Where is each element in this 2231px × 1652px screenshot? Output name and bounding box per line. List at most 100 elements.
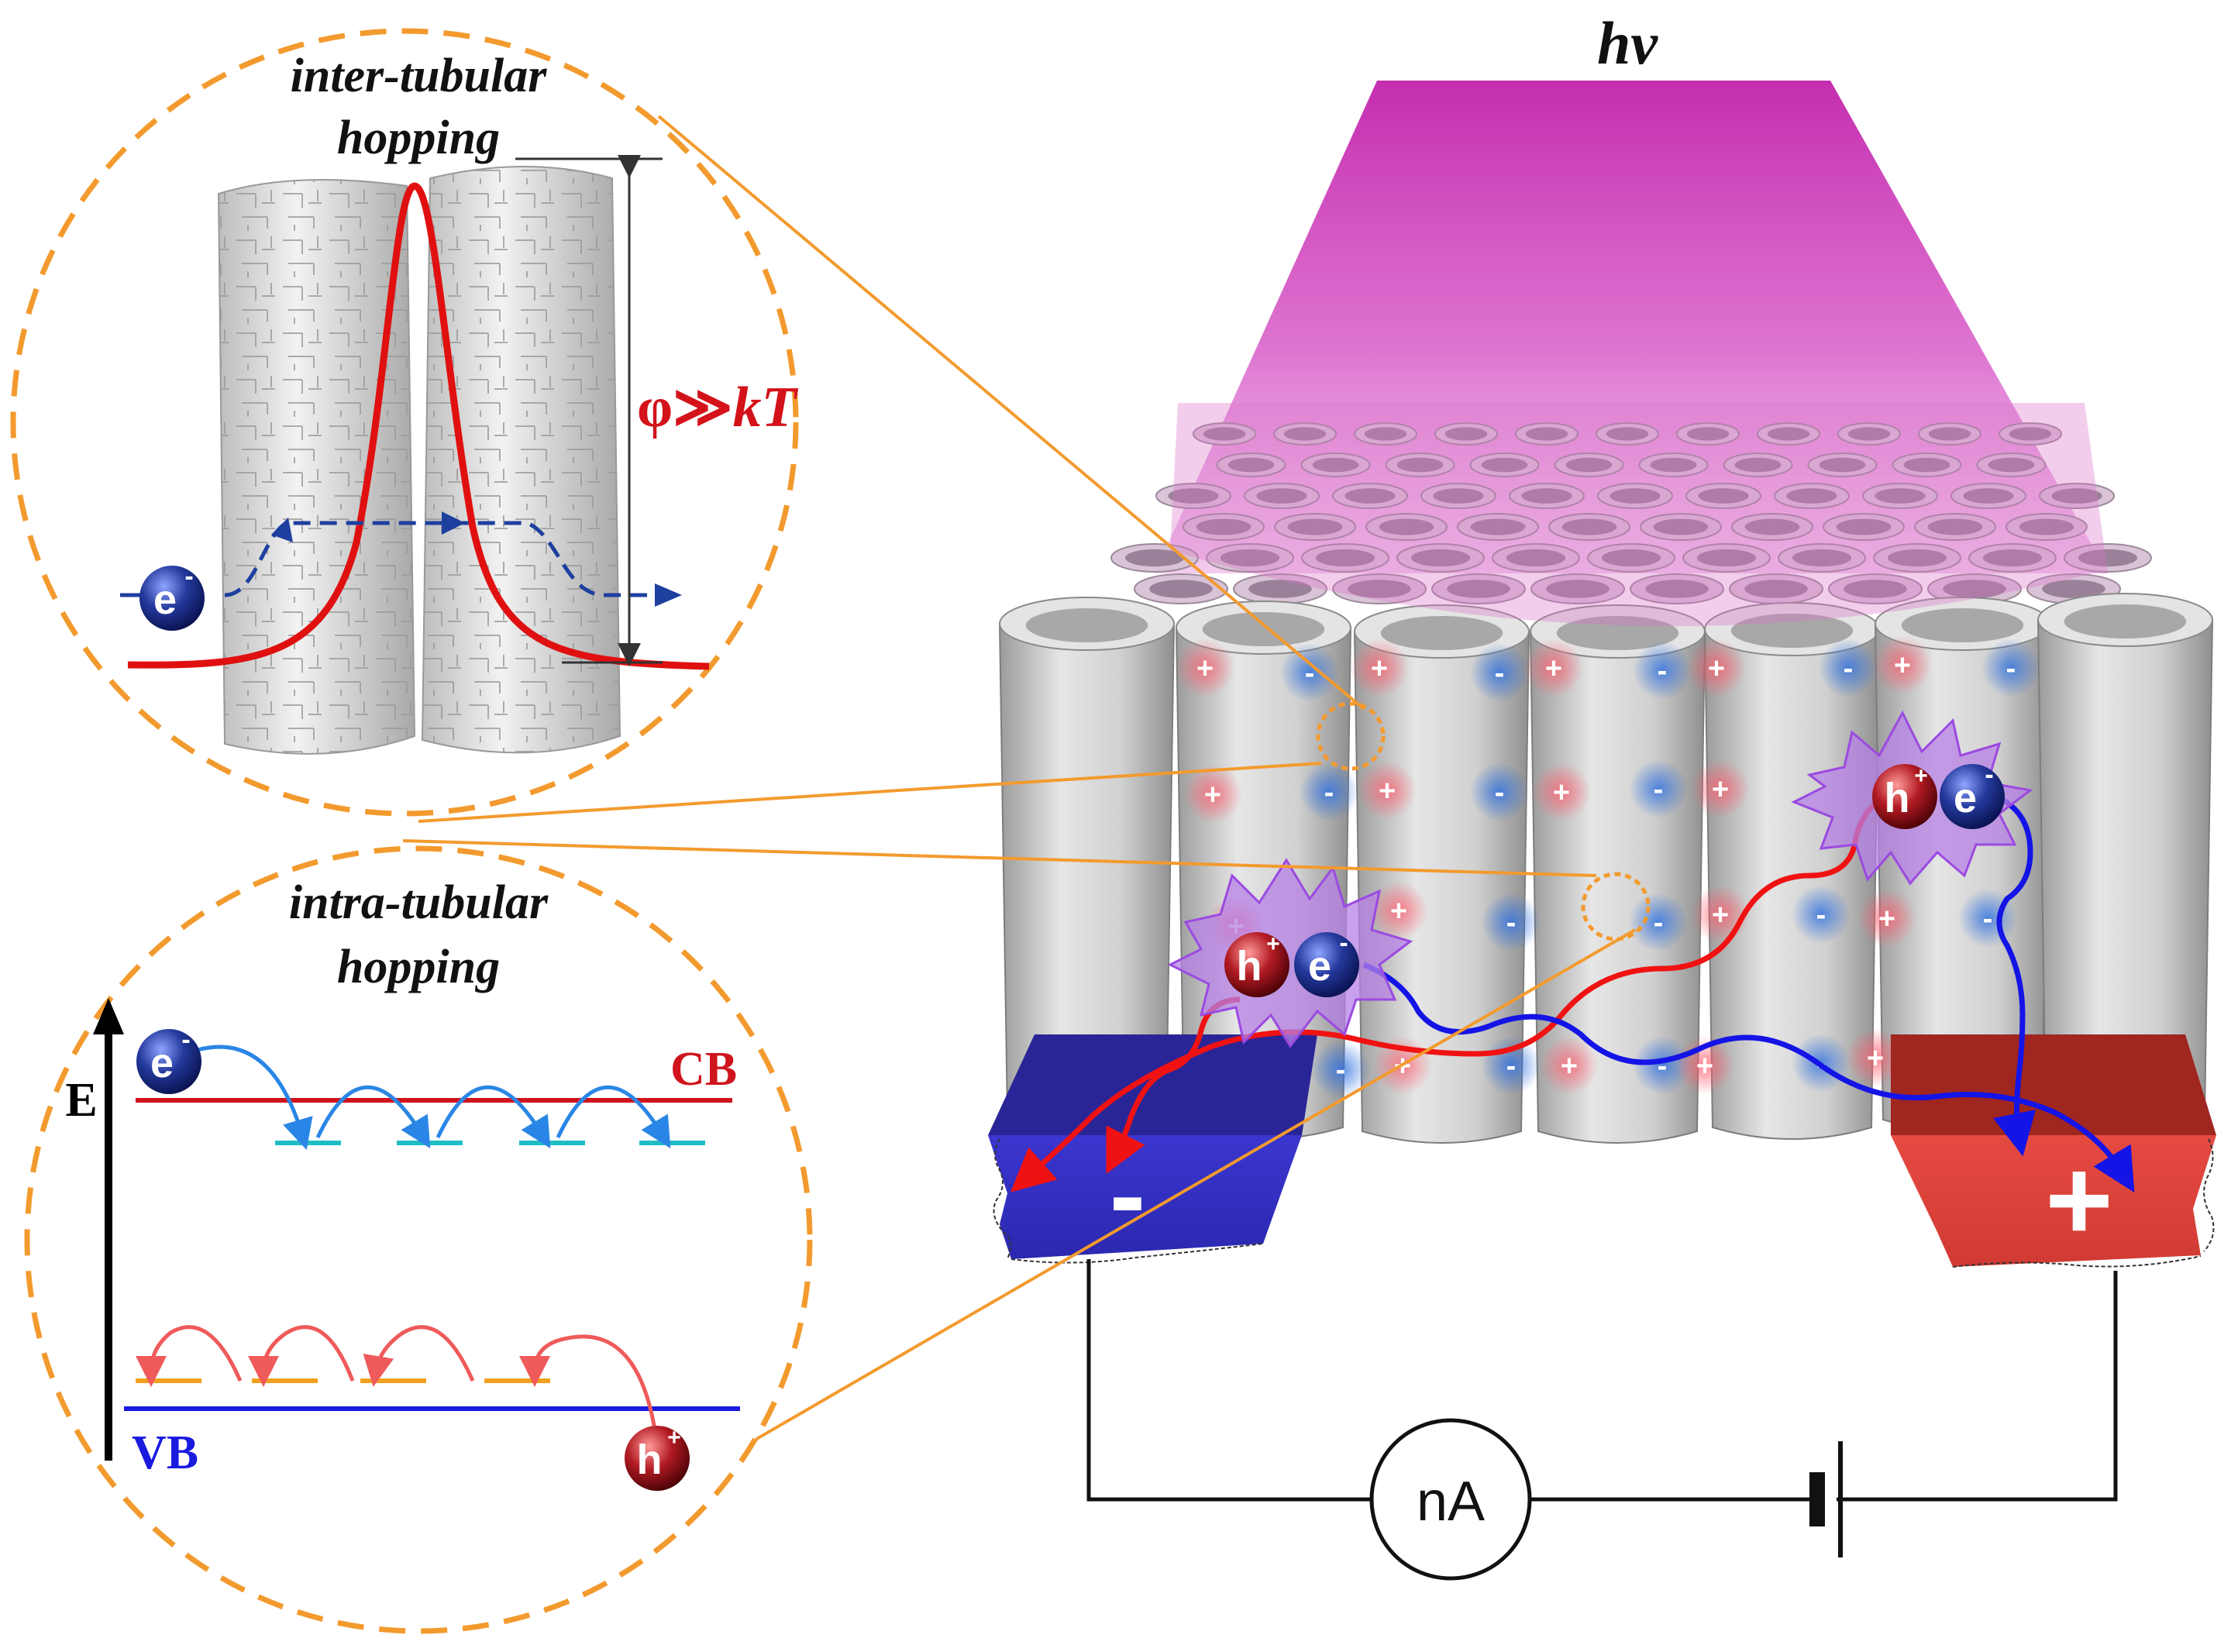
negative-charge-sign: - — [1495, 657, 1505, 690]
svg-text:h: h — [1237, 943, 1262, 989]
svg-text:+: + — [667, 1425, 681, 1451]
positive-charge-sign: + — [1867, 1042, 1884, 1075]
negative-charge-sign: - — [1658, 655, 1668, 687]
nanotube-hole — [1556, 616, 1679, 650]
tube-top-hole — [1744, 580, 1808, 598]
carrier-paths — [1010, 795, 2135, 1193]
nanotube-hole — [2064, 604, 2187, 638]
svg-text:h: h — [1885, 775, 1910, 821]
tube-top-hole — [1696, 549, 1757, 567]
tube-top-hole — [1982, 549, 2043, 567]
positive-charge-glow — [1350, 638, 1409, 697]
svg-text:+: + — [1266, 931, 1280, 957]
negative-charge-sign: - — [1816, 899, 1826, 931]
svg-text:e: e — [1308, 943, 1331, 989]
barrier-label: φ≫kT — [637, 376, 799, 439]
positive-charge-sign: + — [1696, 1050, 1713, 1082]
tube-top-hole — [1227, 457, 1275, 473]
negative-electrode: - — [988, 1034, 1317, 1264]
negative-charge-glow — [1981, 638, 2040, 697]
tube-top-hole — [1686, 427, 1730, 441]
tube-top-hole — [1506, 549, 1566, 567]
positive-charge-sign: + — [1561, 1050, 1578, 1082]
device-electron-left: e - — [1294, 928, 1359, 997]
tube-top-hole — [1348, 580, 1411, 598]
negative-charge-glow — [1280, 643, 1339, 702]
svg-text:-: - — [1985, 760, 1993, 790]
tube-top-hole — [1220, 549, 1280, 567]
tube-top-hole — [1561, 518, 1617, 535]
negative-charge-glow — [1633, 1036, 1692, 1095]
positive-charge-glow — [1532, 762, 1591, 821]
positive-charge-sign: + — [1390, 895, 1407, 928]
negative-charge-sign: - — [1336, 1054, 1346, 1086]
tube-top-hole — [1364, 427, 1407, 441]
negative-charge-sign: - — [1654, 773, 1664, 806]
nanotube-hole — [1730, 614, 1854, 648]
svg-text:-: - — [184, 562, 193, 591]
tube-top-hole — [1988, 457, 2035, 473]
intra-title-line1: intra-tubular — [289, 876, 549, 929]
positive-charge-glow — [1687, 638, 1746, 697]
tube-top-hole — [1653, 518, 1709, 535]
tube-top-hole — [1521, 488, 1572, 504]
tube-top-hole — [1525, 427, 1568, 441]
tube-top-hole — [2078, 549, 2138, 567]
positive-charge-glow — [1857, 889, 1916, 948]
light-illuminated-top — [1170, 403, 2108, 627]
positive-charge-sign: + — [1878, 903, 1895, 935]
negative-charge-sign: - — [2006, 652, 2016, 685]
tube-top-hole — [1847, 427, 1891, 441]
positive-charge-sign: + — [1545, 652, 1562, 685]
tube-top-hole — [1168, 488, 1219, 504]
tube-top-hole — [1470, 518, 1526, 535]
tube-top-hole — [2009, 427, 2052, 441]
barrier-height-indicator — [515, 155, 663, 666]
vb-hop-arrows — [136, 1325, 657, 1430]
tube-top-hole — [1844, 580, 1907, 598]
negative-charge-glow — [1311, 1040, 1370, 1099]
device-hole-left: h + — [1224, 931, 1289, 997]
ammeter-label: nA — [1417, 1471, 1485, 1533]
negative-charge-glow — [1629, 759, 1688, 818]
negative-charge-glow — [1792, 885, 1851, 944]
inter-title-line2: hopping — [337, 112, 500, 164]
tube-top-hole — [2042, 580, 2105, 598]
tube-top-hole — [1601, 549, 1661, 567]
positive-charge-sign: + — [1196, 652, 1214, 685]
tube-top-hole — [1963, 488, 2014, 504]
svg-text:-: - — [181, 1025, 190, 1055]
tube-top-hole — [1283, 427, 1327, 441]
nanotube-hole — [1380, 616, 1503, 650]
tube-top-hole — [1792, 549, 1852, 567]
ammeter — [1369, 1418, 1532, 1581]
nanotube-hole — [1025, 608, 1148, 642]
intra-hole: h + — [625, 1425, 690, 1491]
positive-charge-sign: + — [1712, 899, 1729, 931]
positive-charge-glow — [1846, 1028, 1905, 1087]
light-label: hv — [1597, 9, 1658, 77]
svg-text:-: - — [1339, 928, 1348, 958]
positive-charge-glow — [1369, 881, 1428, 940]
tube-top-hole — [1312, 457, 1359, 473]
svg-text:e: e — [150, 1040, 174, 1086]
tube-top-hole — [1734, 457, 1782, 473]
negative-charge-sign: - — [1658, 1050, 1668, 1082]
positive-charge-glow — [1524, 638, 1583, 697]
device-hole-right: h + — [1872, 763, 1937, 829]
exciton-burst-left — [1167, 858, 1413, 1048]
tube-top-hole — [2019, 518, 2074, 535]
tube-top-hole — [1698, 488, 1749, 504]
zoom-spot-intra — [1581, 872, 1651, 941]
positive-charge-sign: + — [1553, 776, 1570, 809]
negative-charge-glow — [1470, 643, 1529, 702]
hole-path-right — [1010, 799, 1881, 1193]
intra-tubular-panel: intra-tubular hopping E CB e - VB — [24, 845, 813, 1634]
tube-top-hole — [1315, 549, 1375, 567]
tube-top-hole — [1943, 580, 2006, 598]
positive-charge-sign: + — [1379, 775, 1396, 807]
svg-text:e: e — [1954, 775, 1977, 821]
potential-barrier-curve — [127, 182, 710, 670]
negative-charge-sign: - — [1844, 652, 1854, 685]
tube-top-hole — [1379, 518, 1434, 535]
